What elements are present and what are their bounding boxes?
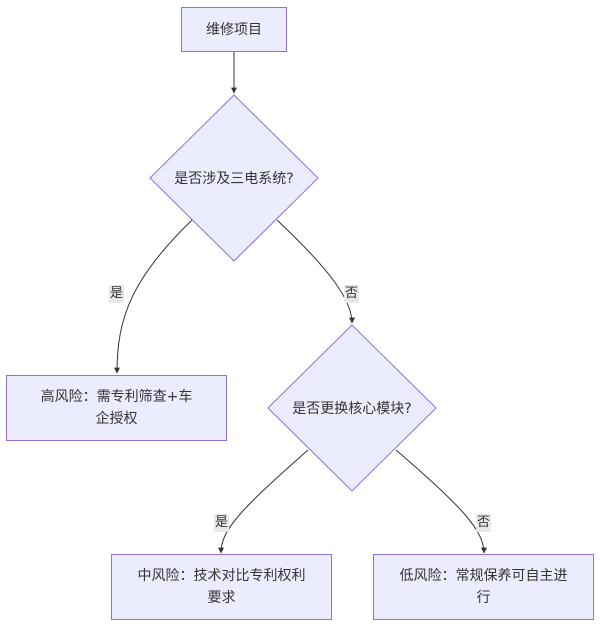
node-mid-risk: 中风险：技术对比专利权利要求	[111, 554, 332, 620]
edge-q2-to-mid	[218, 449, 309, 554]
edge-label-q1-no: 否	[344, 285, 360, 303]
node-low-risk: 低风险：常规保养可自主进行	[373, 554, 594, 620]
edge-q1-to-q2	[276, 219, 355, 324]
decision-shape-electric-system	[149, 94, 319, 262]
edge-label-q2-yes: 是	[214, 514, 230, 532]
decision-shape-core-module	[267, 324, 437, 492]
node-high-risk: 高风险：需专利筛查+车企授权	[6, 375, 227, 441]
node-mid-risk-label: 中风险：技术对比专利权利要求	[137, 568, 306, 606]
edge-q1-to-high	[114, 219, 193, 374]
edge-label-q1-yes: 是	[109, 285, 125, 303]
edge-label-q2-no: 否	[476, 514, 492, 532]
edge-q2-to-low	[395, 449, 487, 554]
decision-electric-system-label: 是否涉及三电系统?	[174, 171, 294, 187]
node-low-risk-label: 低风险：常规保养可自主进行	[399, 568, 568, 606]
decision-core-module-label: 是否更换核心模块?	[292, 401, 412, 417]
node-maintenance-item: 维修项目	[181, 7, 287, 52]
node-maintenance-item-label: 维修项目	[206, 21, 262, 38]
node-high-risk-label: 高风险：需专利筛查+车企授权	[40, 389, 193, 427]
